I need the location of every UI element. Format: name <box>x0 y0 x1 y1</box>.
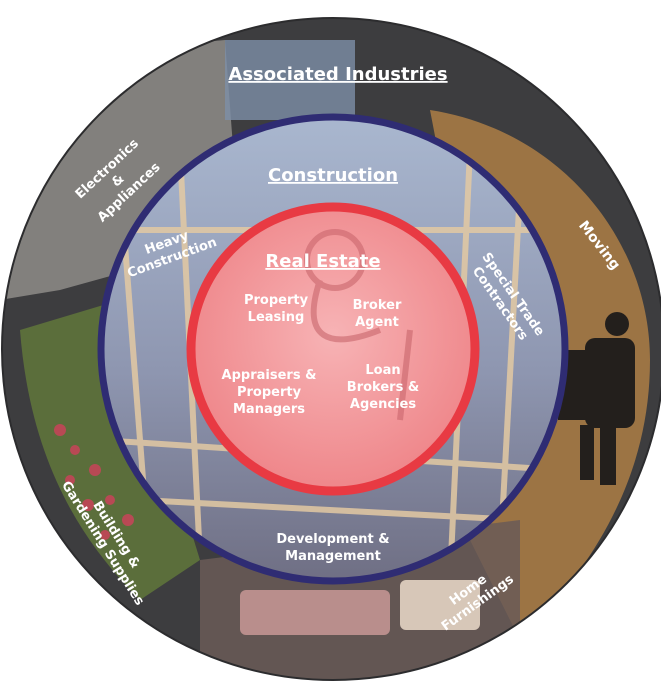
label-property-leasing: Property Leasing <box>244 293 309 325</box>
outer-panel-gardening <box>20 300 200 600</box>
label-property-leasing-line2: Leasing <box>248 310 305 325</box>
label-appraisers-line3: Managers <box>233 402 305 417</box>
label-loan-line1: Loan <box>365 363 400 378</box>
inner-circle <box>186 202 480 496</box>
label-broker-line2: Agent <box>355 315 399 330</box>
label-property-leasing-line1: Property <box>244 293 309 308</box>
label-appraisers-line1: Appraisers & <box>222 368 317 383</box>
middle-ring-border <box>97 113 569 585</box>
label-development-line1: Development & <box>276 532 389 547</box>
label-appraisers: Appraisers & Property Managers <box>222 368 317 417</box>
outer-panel-top <box>225 40 355 120</box>
label-loan: Loan Brokers & Agencies <box>347 363 419 412</box>
label-broker: Broker Agent <box>353 298 402 330</box>
mover-silhouette <box>558 312 635 485</box>
middle-ring-title: Construction <box>268 165 398 186</box>
mattress-shape <box>240 590 390 635</box>
label-development: Development & Management <box>276 532 389 564</box>
inner-circle-fill <box>191 207 475 491</box>
outer-ring-title: Associated Industries <box>228 64 447 85</box>
label-broker-line1: Broker <box>353 298 402 313</box>
label-appraisers-line2: Property <box>237 385 302 400</box>
label-development-line2: Management <box>285 549 381 564</box>
mattress-shape-2 <box>400 580 480 630</box>
inner-circle-border <box>186 202 480 496</box>
key-graphic <box>304 229 413 421</box>
flower-dots <box>54 424 134 540</box>
label-loan-line3: Agencies <box>350 397 416 412</box>
label-loan-line2: Brokers & <box>347 380 419 395</box>
inner-circle-title: Real Estate <box>265 251 380 272</box>
